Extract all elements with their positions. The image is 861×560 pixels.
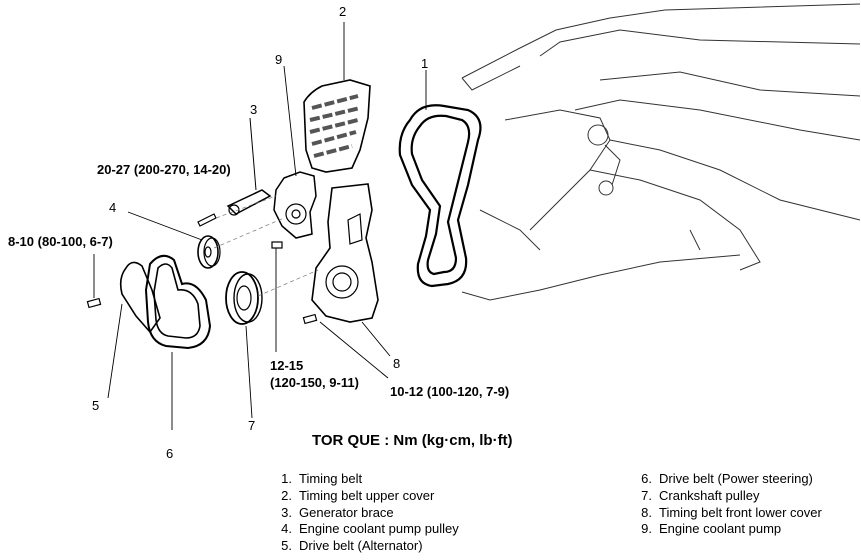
legend-text: Timing belt front lower cover bbox=[659, 504, 822, 520]
torque-units-title: TOR QUE : Nm (kg·cm, lb·ft) bbox=[312, 432, 513, 449]
callout-1: 1 bbox=[421, 56, 429, 71]
legend-number: 7. bbox=[641, 487, 652, 503]
legend-item: 9. Engine coolant pump bbox=[630, 521, 822, 538]
legend-text: Drive belt (Alternator) bbox=[299, 538, 423, 554]
coolant-pump-pulley bbox=[197, 235, 221, 269]
legend-number: 1. bbox=[281, 471, 292, 486]
legend-item: 6. Drive belt (Power steering) bbox=[630, 471, 822, 488]
legend-right: 6. Drive belt (Power steering) 7. Cranksha… bbox=[630, 471, 822, 538]
callout-4: 4 bbox=[109, 200, 117, 215]
legend-number: 3. bbox=[281, 504, 292, 520]
timing-belt-upper-cover bbox=[303, 79, 371, 173]
timing-belt bbox=[398, 104, 482, 288]
legend-text: Crankshaft pulley bbox=[659, 487, 760, 503]
bolt-left bbox=[86, 297, 102, 309]
legend-number: 2. bbox=[281, 487, 292, 503]
legend-item: 4. Engine coolant pump pulley bbox=[270, 521, 459, 538]
legend-item: 1. Timing belt bbox=[270, 471, 459, 488]
legend-item: 5. Drive belt (Alternator) bbox=[270, 538, 459, 555]
leader-lines bbox=[93, 22, 427, 430]
exploded-view-drawing bbox=[86, 3, 861, 430]
legend-item: 3. Generator brace bbox=[270, 505, 459, 522]
legend-text: Engine coolant pump pulley bbox=[299, 521, 459, 537]
legend-number: 8. bbox=[641, 504, 652, 520]
torque-label-middle-bolt-line1: 12-15 bbox=[270, 358, 304, 373]
bolt-lower bbox=[302, 313, 318, 325]
assembly-axes bbox=[213, 195, 319, 297]
callout-9: 9 bbox=[275, 52, 283, 67]
callout-2: 2 bbox=[339, 4, 347, 19]
timing-belt-lower-cover bbox=[311, 183, 379, 323]
generator-brace bbox=[226, 117, 272, 216]
bolt-middle bbox=[271, 241, 283, 249]
legend-item: 8. Timing belt front lower cover bbox=[630, 505, 822, 522]
bolt-upper bbox=[197, 213, 217, 227]
callout-8: 8 bbox=[393, 356, 401, 371]
torque-label-upper-bolt: 20-27 (200-270, 14-20) bbox=[97, 162, 231, 177]
drive-belt-power-steering bbox=[144, 254, 212, 350]
legend-text: Timing belt upper cover bbox=[299, 487, 435, 503]
crankshaft-pulley bbox=[225, 271, 263, 325]
legend-text: Engine coolant pump bbox=[659, 521, 782, 537]
torque-label-left-bolt: 8-10 (80-100, 6-7) bbox=[8, 234, 113, 249]
legend-number: 5. bbox=[281, 538, 292, 554]
engine-block bbox=[461, 3, 861, 301]
callout-6: 6 bbox=[166, 446, 174, 461]
legend-text: Generator brace bbox=[299, 504, 394, 520]
drive-belt-alternator bbox=[119, 261, 161, 334]
legend-item: 2. Timing belt upper cover bbox=[270, 488, 459, 505]
callout-5: 5 bbox=[92, 398, 100, 413]
legend-number: 9. bbox=[641, 521, 652, 537]
callout-3: 3 bbox=[250, 102, 258, 117]
coolant-pump bbox=[273, 171, 317, 239]
legend-item: 7. Crankshaft pulley bbox=[630, 488, 822, 505]
legend-text: Timing belt bbox=[299, 471, 363, 486]
legend-text: Drive belt (Power steering) bbox=[659, 471, 813, 486]
torque-label-lower-bolt: 10-12 (100-120, 7-9) bbox=[390, 384, 510, 399]
legend-left: 1.Timing belt 2.Timing belt upper cover … bbox=[270, 471, 459, 555]
torque-label-middle-bolt-line2: (120-150, 9-11) bbox=[270, 375, 359, 390]
callout-7: 7 bbox=[248, 418, 256, 433]
legend-number: 4. bbox=[281, 521, 292, 537]
legend-number: 6. bbox=[641, 471, 652, 486]
